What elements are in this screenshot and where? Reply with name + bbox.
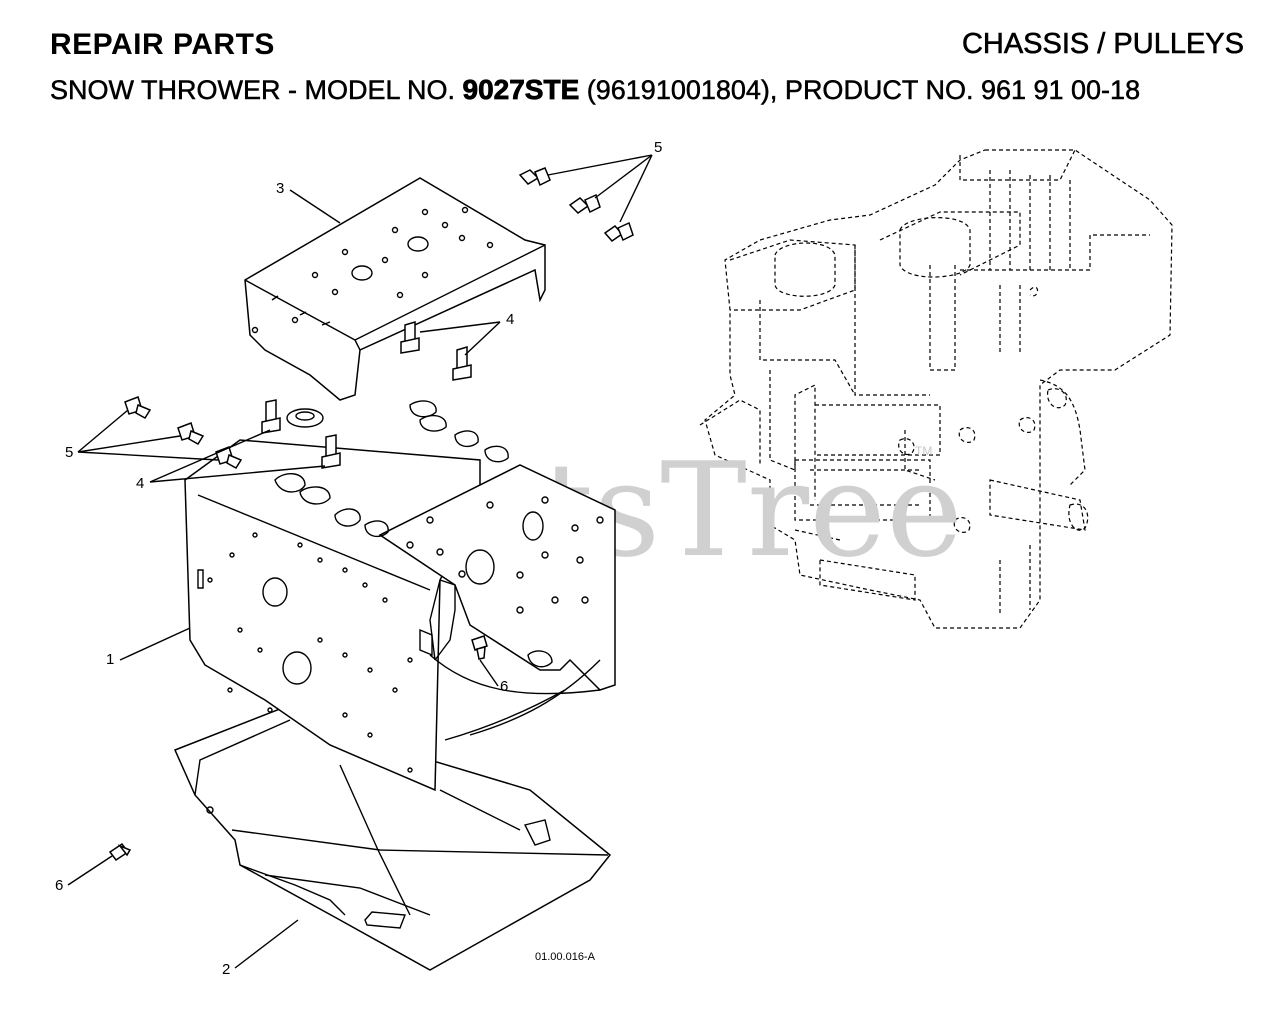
callout-4-top: 4	[506, 311, 514, 328]
model-subtitle: SNOW THROWER - MODEL NO. 9027STE (961910…	[50, 74, 1141, 106]
part-3-top-bracket	[244, 177, 546, 401]
part-1-chassis	[184, 400, 616, 792]
figure-code: 01.00.016-A	[535, 951, 596, 963]
part-4-studs	[261, 320, 472, 469]
screw	[471, 635, 488, 660]
callout-5-left: 5	[65, 444, 73, 461]
leader-lines	[67, 154, 653, 969]
part-6-screws	[108, 635, 488, 862]
callout-5-top: 5	[654, 139, 662, 156]
bolt	[603, 221, 634, 243]
page-title: REPAIR PARTS	[50, 28, 275, 61]
callout-4-left: 4	[136, 475, 144, 492]
section-title: CHASSIS / PULLEYS	[961, 28, 1245, 61]
part-5-bolts	[124, 167, 634, 470]
stud	[261, 399, 281, 434]
model-number: 9027STE	[462, 74, 580, 106]
stud	[321, 434, 341, 469]
chassis-small-holes	[207, 496, 604, 773]
callout-3: 3	[276, 180, 284, 197]
bolt	[518, 167, 551, 187]
engine-outline	[699, 149, 1173, 629]
callout-6-bottom: 6	[55, 877, 63, 894]
bolt	[124, 396, 152, 420]
bolt	[177, 422, 205, 446]
subtitle-prefix: SNOW THROWER - MODEL NO.	[50, 75, 463, 106]
subtitle-suffix: (96191001804), PRODUCT NO. 961 91 00-18	[579, 75, 1141, 106]
callout-1: 1	[106, 651, 114, 668]
stud	[400, 320, 420, 354]
callout-6-mid: 6	[500, 678, 508, 695]
bolt	[568, 193, 601, 214]
callout-2: 2	[222, 961, 230, 978]
watermark-trademark: TM	[915, 444, 932, 458]
stud	[452, 345, 472, 381]
screw	[108, 842, 132, 862]
callouts: 3 5 4 5 4 1 6 6 2	[55, 139, 662, 978]
